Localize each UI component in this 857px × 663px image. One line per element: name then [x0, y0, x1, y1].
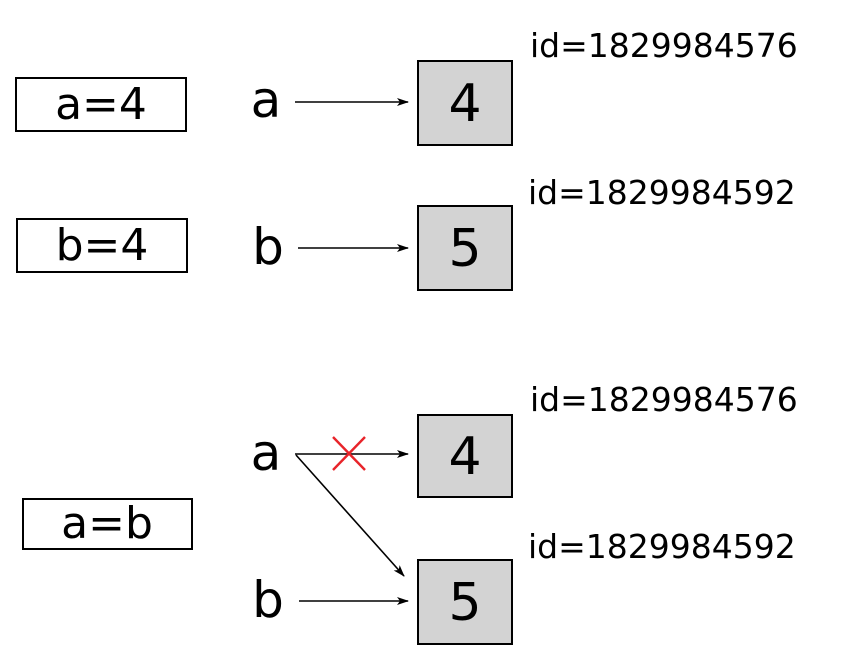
statement-box-a-equals-4	[15, 77, 187, 132]
new-reference-arrow-a-to-5	[295, 454, 405, 577]
object-value-4: 4	[448, 74, 481, 134]
cross-mark-icon	[332, 436, 366, 471]
variable-b-label: b	[252, 218, 284, 276]
statement-b-equals-4: b=4	[56, 220, 149, 271]
object-box-5	[417, 205, 513, 291]
object-value-5: 5	[448, 219, 481, 279]
object-value-4-after: 4	[448, 427, 481, 487]
section-assign-a-equals-b: a=b a b 4 id=1829984576 5 id=1829984592	[22, 380, 798, 645]
object-id-5-after: id=1829984592	[528, 527, 796, 566]
object-value-5-after: 5	[448, 573, 481, 633]
statement-box-a-equals-b	[22, 498, 193, 550]
object-box-5-after	[417, 559, 513, 645]
object-box-4-after	[417, 414, 513, 498]
object-id-4-after: id=1829984576	[530, 380, 798, 419]
section-assign-a: a=4 a 4 id=1829984576	[15, 26, 798, 146]
variable-b-label-after: b	[252, 571, 284, 629]
statement-a-equals-b: a=b	[61, 498, 153, 549]
variable-a-label: a	[251, 71, 282, 129]
object-id-5: id=1829984592	[528, 173, 796, 212]
section-assign-b: b=4 b 5 id=1829984592	[16, 173, 796, 291]
statement-box-b-equals-4	[16, 218, 188, 273]
object-id-4: id=1829984576	[530, 26, 798, 65]
variable-a-label-after: a	[251, 424, 282, 482]
object-box-4	[417, 60, 513, 146]
statement-a-equals-4: a=4	[55, 79, 147, 130]
